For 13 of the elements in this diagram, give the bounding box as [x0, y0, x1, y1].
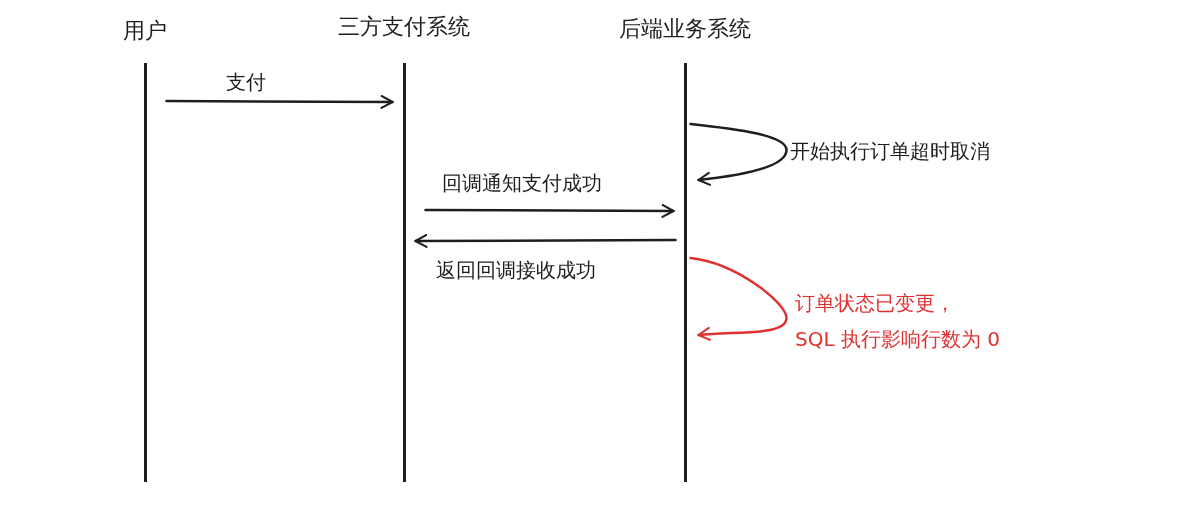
edge-label: 回调通知支付成功: [442, 170, 602, 197]
arrow: [165, 94, 394, 109]
arrow: [689, 256, 788, 342]
arrow: [424, 203, 675, 218]
participant-label: 后端业务系统: [619, 15, 751, 43]
arrow: [414, 233, 677, 248]
edge-label: 返回回调接收成功: [436, 257, 596, 284]
arrow: [689, 122, 788, 186]
participant-label: 用户: [123, 17, 167, 45]
participant-label: 三方支付系统: [338, 13, 470, 41]
edge-label: 开始执行订单超时取消: [790, 138, 990, 165]
edge-label: 支付: [226, 69, 266, 96]
edge-label: 订单状态已变更， SQL 执行影响行数为 0: [795, 290, 1001, 353]
